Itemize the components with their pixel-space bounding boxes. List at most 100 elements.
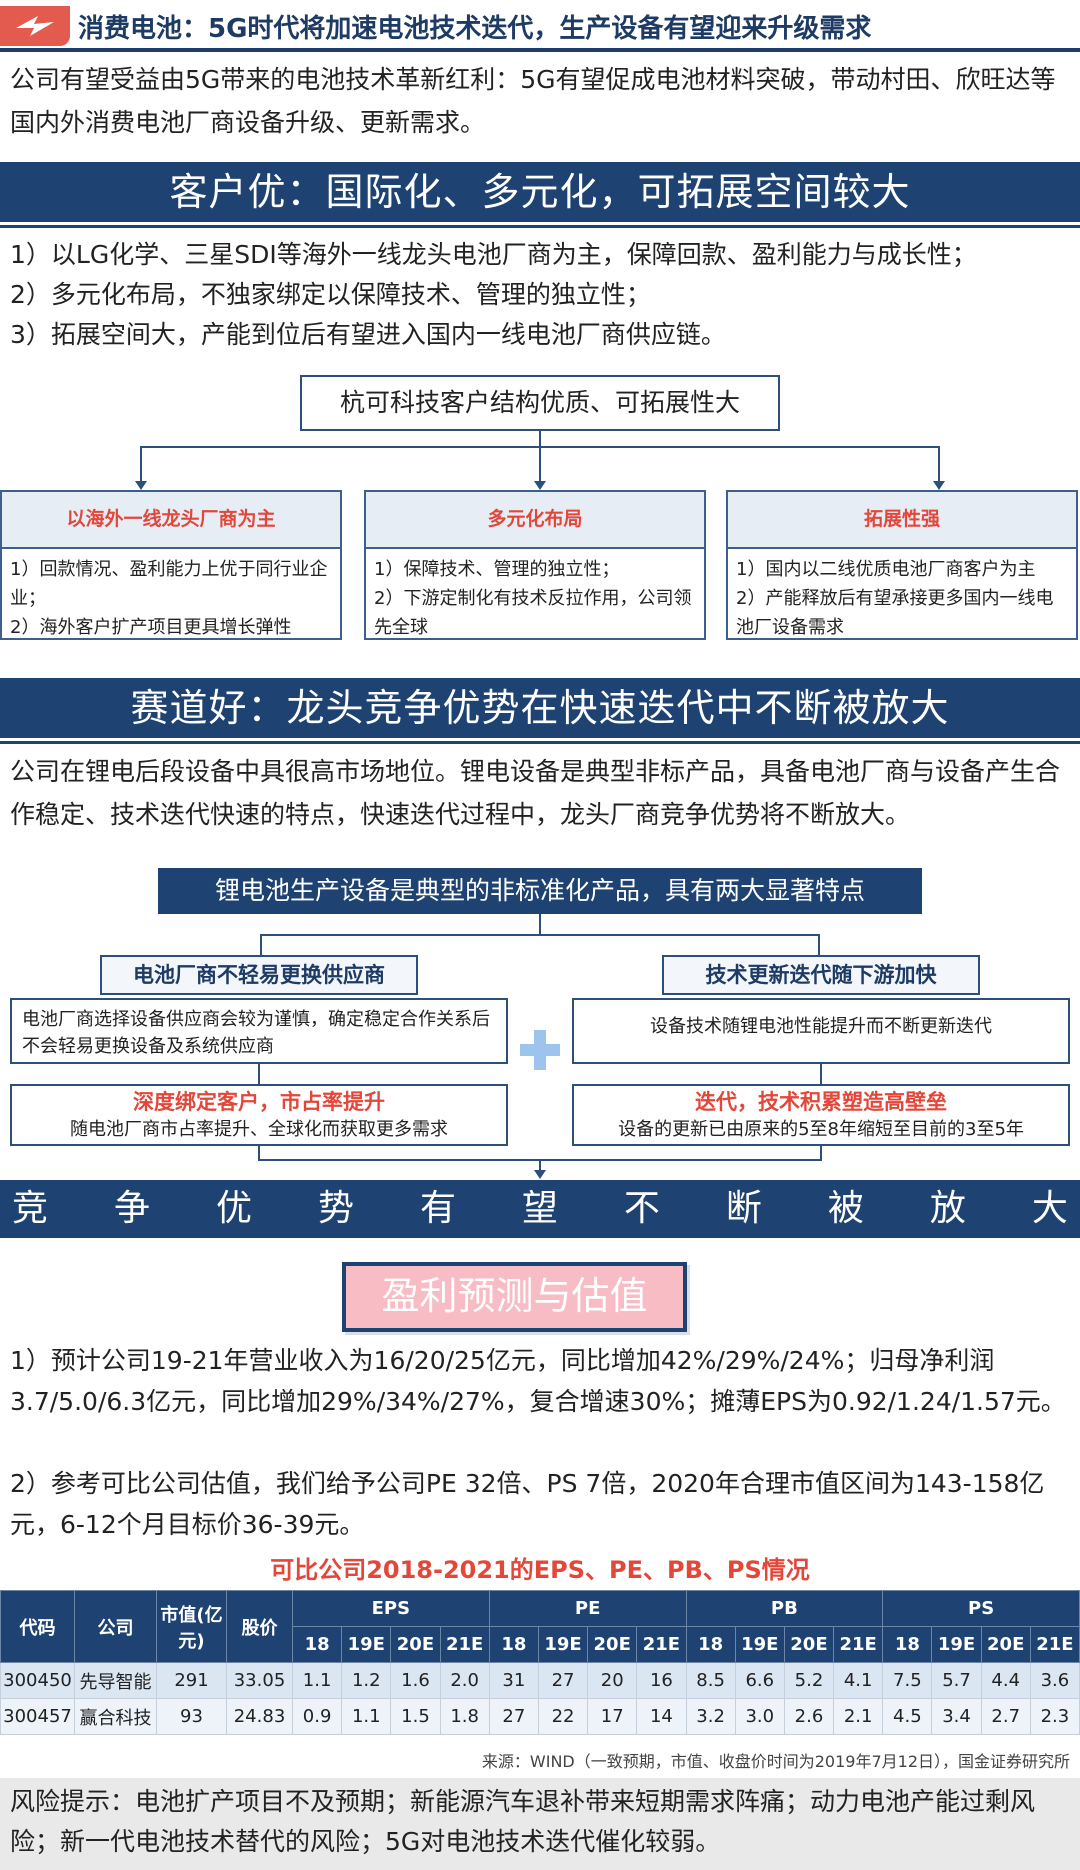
connector-line	[818, 934, 820, 955]
cell-value: 1.1	[291, 1662, 343, 1699]
cell-code: 300450	[0, 1662, 75, 1699]
cell-value: 6.6	[734, 1662, 785, 1699]
cell-value: 5.7	[931, 1662, 982, 1699]
column-line: 2）产能释放后有望承接更多国内一线电池厂设备需求	[736, 588, 1054, 638]
cell-value: 27	[488, 1698, 539, 1735]
header-year: 19E	[734, 1626, 785, 1663]
cell-code: 300457	[0, 1698, 75, 1735]
column-heading: 以海外一线龙头厂商为主	[2, 492, 340, 549]
risk-warning: 风险提示：电池扩产项目不及预期；新能源汽车退补带来短期需求阵痛；动力电池产能过剩…	[0, 1778, 1080, 1870]
banner-char: 望	[521, 1188, 558, 1229]
cell-value: 5.2	[783, 1662, 835, 1699]
connector-line	[539, 1159, 541, 1171]
cell-value: 17	[587, 1698, 638, 1735]
right-feature-box: 设备技术随锂电池性能提升而不断更新迭代	[572, 998, 1070, 1064]
header-market-cap: 市值(亿元)	[156, 1590, 227, 1663]
header-group-pb: PB	[685, 1590, 884, 1627]
cell-value: 20	[587, 1662, 638, 1699]
left-feature-heading: 电池厂商不轻易更换供应商	[100, 955, 418, 995]
cell-value: 4.4	[980, 1662, 1031, 1699]
forecast-title: 盈利预测与估值	[342, 1262, 687, 1332]
connector-line	[820, 1146, 822, 1160]
source-note: 来源：WIND（一致预期，市值、收盘价时间为2019年7月12日），国金证券研究…	[481, 1752, 1070, 1771]
column-line: 2）下游定制化有技术反拉作用，公司领先全球	[374, 588, 692, 638]
column-line: 1）保障技术、管理的独立性；	[374, 559, 620, 580]
connector-line	[260, 934, 820, 936]
arrow-down-icon	[534, 1170, 546, 1179]
left-result-box: 深度绑定客户，市占率提升 随电池厂商市占率提升、全球化而获取更多需求	[10, 1084, 508, 1146]
header-year: 21E	[439, 1626, 490, 1663]
column-heading: 多元化布局	[366, 492, 704, 549]
list-item: 1）以LG化学、三星SDI等海外一线龙头电池厂商为主，保障回款、盈利能力与成长性…	[10, 240, 977, 269]
banner-char: 不	[623, 1188, 660, 1229]
header-year: 20E	[587, 1626, 638, 1663]
cell-value: 1.6	[390, 1662, 441, 1699]
column-body: 1）回款情况、盈利能力上优于同行业企业； 2）海外客户扩产项目更具增长弹性	[2, 549, 340, 648]
connector-line	[140, 446, 142, 482]
cell-value: 2.3	[1029, 1698, 1080, 1735]
banner-char: 争	[113, 1188, 150, 1229]
connector-line	[258, 1146, 260, 1160]
customer-column-diversified: 多元化布局 1）保障技术、管理的独立性； 2）下游定制化有技术反拉作用，公司领先…	[364, 490, 706, 640]
banner-char: 势	[317, 1188, 354, 1229]
connector-line	[260, 934, 262, 955]
column-heading: 拓展性强	[728, 492, 1076, 549]
header-year: 18	[685, 1626, 736, 1663]
column-line: 2）海外客户扩产项目更具增长弹性	[10, 617, 292, 638]
connector-line	[539, 446, 541, 482]
cell-company: 赢合科技	[74, 1698, 157, 1735]
cell-value: 4.1	[833, 1662, 884, 1699]
header-company: 公司	[74, 1590, 157, 1663]
connector-line	[820, 1064, 822, 1084]
lightning-icon	[16, 16, 54, 36]
section-title-customer: 客户优：国际化、多元化，可拓展空间较大	[0, 162, 1080, 228]
banner-char: 优	[215, 1188, 252, 1229]
arrow-down-icon	[933, 481, 945, 490]
cell-value: 0.9	[291, 1698, 343, 1735]
right-result-text: 设备的更新已由原来的5至8年缩短至目前的3至5年	[618, 1119, 1024, 1140]
cell-company: 先导智能	[74, 1662, 157, 1699]
left-feature-box: 电池厂商选择设备供应商会较为谨慎，确定稳定合作关系后不会轻易更换设备及系统供应商	[10, 998, 508, 1064]
connector-line	[938, 446, 940, 482]
arrow-down-icon	[135, 481, 147, 490]
cell-value: 22	[537, 1698, 589, 1735]
column-line: 1）国内以二线优质电池厂商客户为主	[736, 559, 1036, 580]
banner-char: 有	[419, 1188, 456, 1229]
table-title: 可比公司2018-2021的EPS、PE、PB、PS情况	[270, 1556, 810, 1584]
cell-value: 4.5	[882, 1698, 933, 1735]
header-year: 19E	[931, 1626, 982, 1663]
forecast-paragraph-2: 2）参考可比公司估值，我们给予公司PE 32倍、PS 7倍，2020年合理市值区…	[10, 1469, 1045, 1539]
cell-value: 1.5	[390, 1698, 441, 1735]
column-line: 1）回款情况、盈利能力上优于同行业企业；	[10, 559, 328, 609]
cell-value: 16	[636, 1662, 687, 1699]
cell-value: 2.7	[980, 1698, 1031, 1735]
header-group-pe: PE	[488, 1590, 687, 1627]
cell-value: 8.5	[685, 1662, 736, 1699]
list-item: 3）拓展空间大，产能到位后有望进入国内一线电池厂商供应链。	[10, 320, 726, 349]
left-result-text: 随电池厂商市占率提升、全球化而获取更多需求	[70, 1119, 448, 1140]
cell-value: 1.8	[439, 1698, 490, 1735]
left-result-title: 深度绑定客户，市占率提升	[133, 1090, 385, 1114]
cell-cap: 93	[156, 1698, 227, 1735]
column-body: 1）国内以二线优质电池厂商客户为主 2）产能释放后有望承接更多国内一线电池厂设备…	[728, 549, 1076, 648]
cell-value: 3.0	[734, 1698, 785, 1735]
section-title-track: 赛道好：龙头竞争优势在快速迭代中不断被放大	[0, 678, 1080, 744]
header-code: 代码	[0, 1590, 75, 1663]
header-year: 20E	[980, 1626, 1031, 1663]
right-result-title: 迭代，技术积累塑造高壁垒	[695, 1090, 947, 1114]
header-year: 19E	[341, 1626, 392, 1663]
header-year: 19E	[537, 1626, 589, 1663]
cell-value: 1.1	[341, 1698, 392, 1735]
cell-value: 2.6	[783, 1698, 835, 1735]
top-header-bar: 消费电池：5G时代将加速电池技术迭代，生产设备有望迎来升级需求	[0, 0, 1080, 52]
logo	[0, 6, 70, 46]
forecast-paragraph-1: 1）预计公司19-21年营业收入为16/20/25亿元，同比增加42%/29%/…	[10, 1346, 1066, 1416]
banner-char: 断	[725, 1188, 762, 1229]
cell-value: 7.5	[882, 1662, 933, 1699]
list-item: 2）多元化布局，不独家绑定以保障技术、管理的独立性；	[10, 280, 651, 309]
tree-root-box: 杭可科技客户结构优质、可拓展性大	[300, 375, 780, 431]
header-price: 股价	[226, 1590, 293, 1663]
cell-value: 1.2	[341, 1662, 392, 1699]
